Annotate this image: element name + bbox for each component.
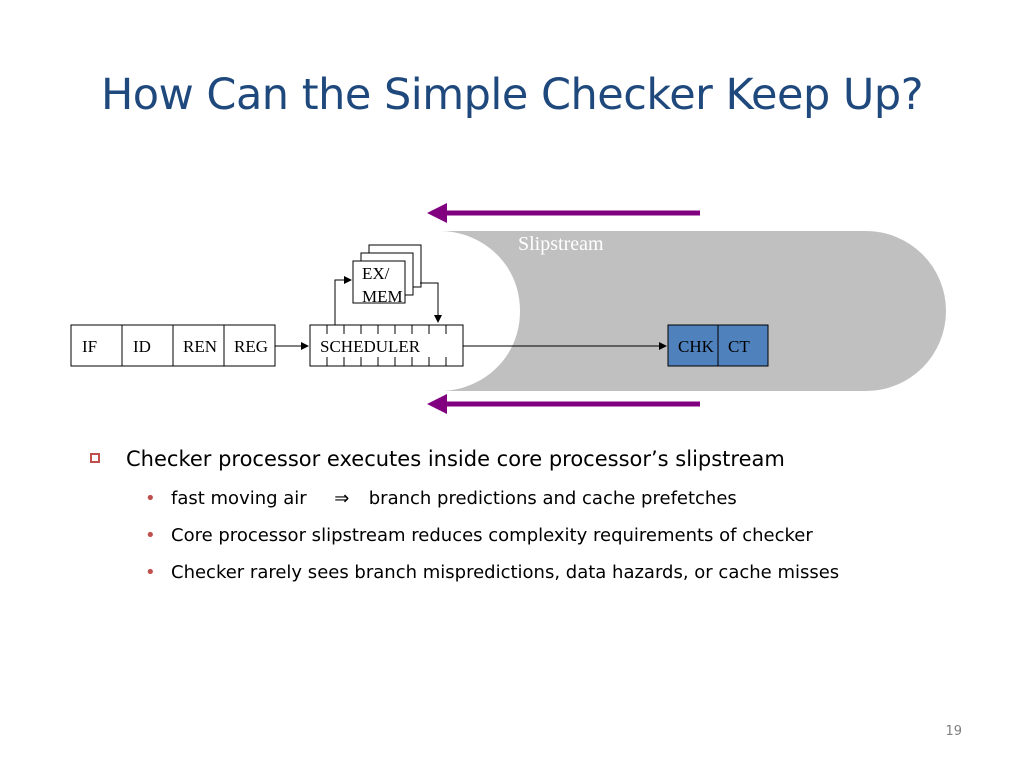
checker-block: CHK CT xyxy=(667,324,769,367)
dot-bullet-icon: • xyxy=(145,562,156,583)
sub-bullet-text: Core processor slipstream reduces comple… xyxy=(171,525,813,546)
scheduler-block: SCHEDULER xyxy=(309,324,464,367)
sub-bullet: • fast moving air ⇒ branch predictions a… xyxy=(145,480,990,517)
sub-bullet-text-b: branch predictions and cache prefetches xyxy=(368,488,737,509)
sub-bullet-text-a: fast moving air xyxy=(171,488,307,509)
bottom-purple-arrow xyxy=(427,394,700,414)
exmem-label-line1: EX/ xyxy=(362,264,390,283)
slipstream-diagram: Slipstream IF ID REN REG xyxy=(70,203,946,414)
stage-ct: CT xyxy=(728,337,750,356)
main-bullet-text: Checker processor executes inside core p… xyxy=(126,447,785,471)
stage-ren: REN xyxy=(183,337,217,356)
sub-bullet: • Checker rarely sees branch mispredicti… xyxy=(145,554,990,591)
stage-if: IF xyxy=(82,337,97,356)
exmem-to-scheduler-arrow xyxy=(420,282,442,323)
main-bullet: Checker processor executes inside core p… xyxy=(90,444,990,476)
implies-arrow-icon: ⇒ xyxy=(334,488,350,509)
square-bullet-icon xyxy=(90,453,100,463)
slipstream-label: Slipstream xyxy=(518,233,604,255)
stage-id: ID xyxy=(133,337,151,356)
bullet-list: Checker processor executes inside core p… xyxy=(90,444,990,591)
scheduler-to-exmem-arrow xyxy=(334,276,352,325)
pipeline-front-end: IF ID REN REG xyxy=(70,324,276,367)
sub-bullet-text: Checker rarely sees branch misprediction… xyxy=(171,562,840,583)
dot-bullet-icon: • xyxy=(145,488,156,509)
stage-chk: CHK xyxy=(678,337,715,356)
dot-bullet-icon: • xyxy=(145,525,156,546)
sub-bullet: • Core processor slipstream reduces comp… xyxy=(145,517,990,554)
exmem-label-line2: MEM xyxy=(362,287,403,306)
exmem-units: EX/ MEM xyxy=(352,244,422,306)
page-number: 19 xyxy=(945,724,962,739)
slipstream-region xyxy=(440,231,946,391)
stage-reg: REG xyxy=(234,337,268,356)
top-purple-arrow xyxy=(427,203,700,223)
scheduler-label: SCHEDULER xyxy=(320,337,421,356)
slide-title: How Can the Simple Checker Keep Up? xyxy=(100,70,924,120)
